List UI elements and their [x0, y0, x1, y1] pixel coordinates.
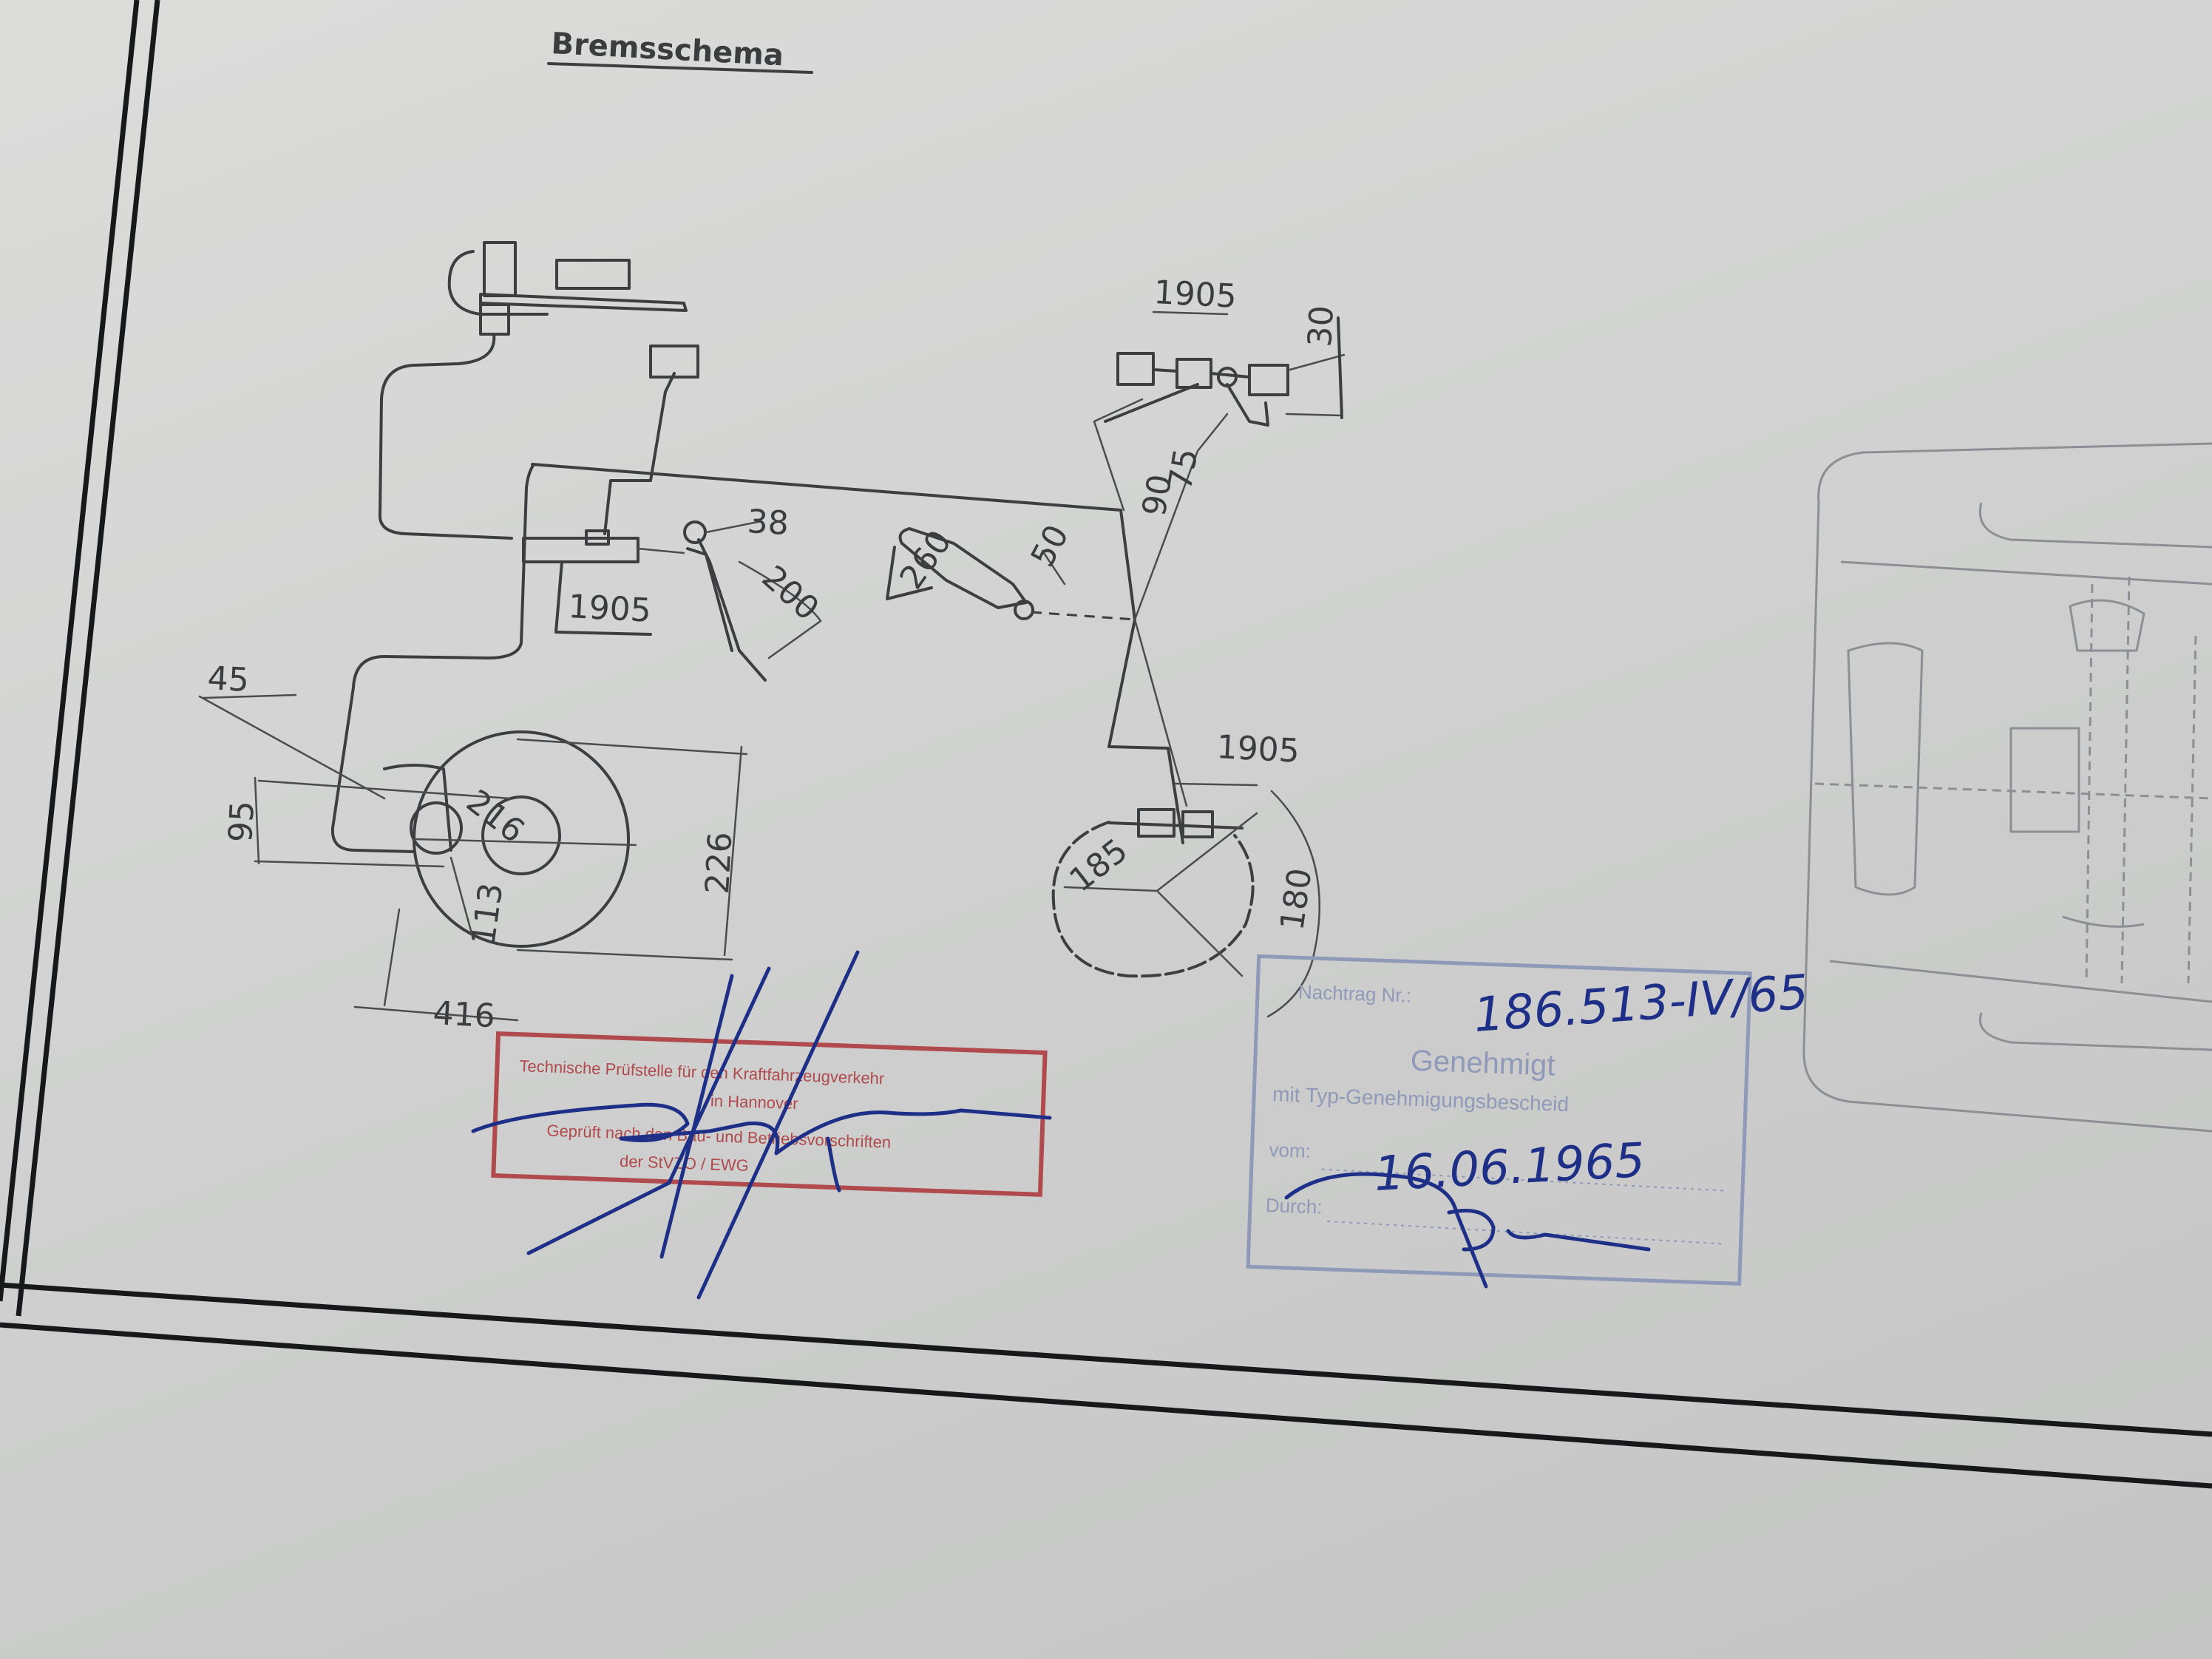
dim-top-30: 30 [1301, 305, 1341, 348]
dim-angle-75: 75 [1161, 446, 1206, 493]
left-brake-circuit [330, 241, 1122, 853]
dim-angle-90: 90 [1136, 472, 1180, 519]
dim-rear-180: 180 [1273, 866, 1319, 932]
title-underline [547, 62, 813, 74]
dim-master-1905: 1905 [567, 588, 652, 630]
blue-stamp-line4: vom: [1269, 1139, 1311, 1162]
dim-drum-113: 113 [464, 881, 510, 947]
centre-linkage [1093, 398, 1229, 844]
hand-brake-lever [886, 527, 1136, 621]
red-stamp-line1: Technische Prüfstelle für den Kraftfahrz… [519, 1056, 885, 1088]
dim-pedal-200: 200 [755, 558, 827, 628]
red-stamp-line3: Geprüft nach den Bau- und Betriebsvorsch… [546, 1121, 892, 1151]
signature-left [471, 950, 1052, 1300]
blue-stamp-line3: mit Typ-Genehmigungsbescheid [1272, 1082, 1570, 1116]
left-brake-drum [198, 693, 748, 1022]
dim-handbrake-50: 50 [1024, 519, 1076, 573]
blue-stamp-line5: Durch: [1265, 1194, 1323, 1218]
dim-drum-416: 416 [432, 994, 496, 1035]
blue-stamp-line1: Nachtrag Nr.: [1298, 980, 1412, 1006]
dim-lever-260: 260 [892, 523, 959, 596]
red-inspection-stamp: Technische Prüfstelle für den Kraftfahrz… [491, 1031, 1048, 1197]
dim-pedal-38: 38 [746, 503, 790, 543]
dim-drum-95: 95 [222, 800, 262, 844]
top-linkage [1104, 311, 1346, 427]
vehicle-plan-view [1802, 442, 2212, 1133]
foot-pedal-assembly [637, 520, 822, 682]
handwritten-reference-number: 186.513-IV/65 [1472, 966, 1810, 1043]
rear-brake-drum [1051, 782, 1321, 1018]
page-frame [0, 0, 2212, 1489]
signature-right [1284, 1172, 1651, 1289]
dim-top-1905: 1905 [1153, 274, 1238, 316]
dim-arm-45: 45 [206, 659, 250, 699]
dim-rear-1905: 1905 [1215, 728, 1300, 770]
blue-stamp-line2: Genehmigt [1410, 1045, 1555, 1082]
handwritten-date: 16.06.1965 [1373, 1133, 1646, 1202]
dim-drum-226: 226 [699, 831, 739, 895]
